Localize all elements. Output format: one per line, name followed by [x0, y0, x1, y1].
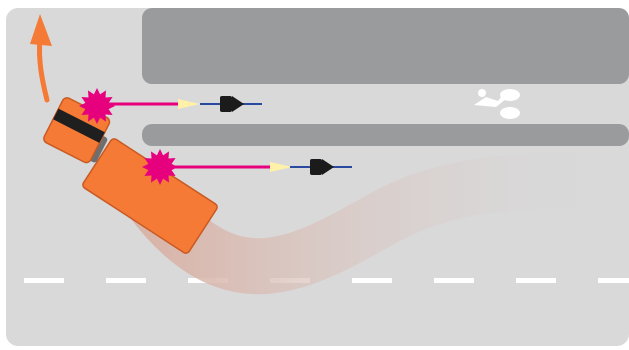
road-surface [6, 8, 629, 346]
cyclist-icon [200, 96, 262, 112]
lane-dash [516, 278, 556, 283]
lane-dash [106, 278, 146, 283]
sight-line-upper [108, 99, 200, 109]
lane-dash [598, 278, 629, 283]
bicycle-pictogram-icon [474, 89, 520, 119]
sidewalk-block-top [142, 8, 629, 84]
lane-dash [24, 278, 64, 283]
bike-lane-divider-curb [142, 124, 629, 146]
sight-line-lower [172, 162, 292, 172]
truck-path-trail [127, 152, 629, 295]
starburst-icon [79, 88, 115, 124]
lane-dash [434, 278, 474, 283]
curved-up-arrow-icon [30, 14, 52, 103]
starburst-icon [142, 149, 178, 185]
lane-dash [352, 278, 392, 283]
cyclist-icon [290, 159, 352, 175]
